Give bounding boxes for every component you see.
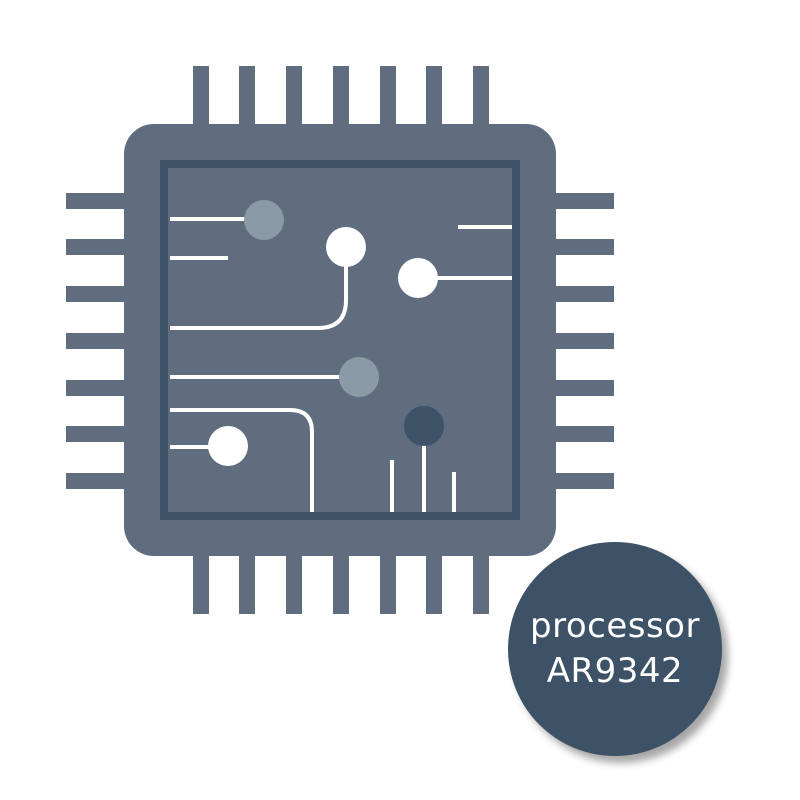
node-light bbox=[208, 426, 248, 466]
right-pins bbox=[550, 193, 614, 489]
pin bbox=[66, 333, 130, 349]
pin bbox=[550, 239, 614, 255]
pin bbox=[426, 550, 442, 614]
chip-die bbox=[160, 160, 520, 520]
pin bbox=[426, 66, 442, 130]
processor-badge: processor AR9342 bbox=[508, 542, 722, 756]
node-mid bbox=[339, 357, 379, 397]
pin bbox=[380, 66, 396, 130]
node-mid bbox=[244, 200, 284, 240]
pin bbox=[66, 193, 130, 209]
bottom-pins bbox=[193, 550, 489, 614]
pin bbox=[193, 550, 209, 614]
pin bbox=[239, 550, 255, 614]
pin bbox=[333, 66, 349, 130]
pin bbox=[550, 473, 614, 489]
pin bbox=[66, 239, 130, 255]
pin bbox=[550, 426, 614, 442]
pin bbox=[286, 66, 302, 130]
node-light bbox=[398, 258, 438, 298]
node-light bbox=[326, 227, 366, 267]
pin bbox=[550, 380, 614, 396]
pin bbox=[380, 550, 396, 614]
left-pins bbox=[66, 193, 130, 489]
top-pins bbox=[193, 66, 489, 130]
pin bbox=[550, 333, 614, 349]
pin bbox=[66, 380, 130, 396]
pin bbox=[473, 66, 489, 130]
pin bbox=[193, 66, 209, 130]
circuit-nodes bbox=[208, 200, 444, 466]
pin bbox=[550, 286, 614, 302]
pin bbox=[286, 550, 302, 614]
badge-label: processor bbox=[530, 606, 700, 646]
pin bbox=[66, 473, 130, 489]
trace bbox=[170, 408, 314, 512]
pin bbox=[473, 550, 489, 614]
node-dark bbox=[404, 406, 444, 446]
pin bbox=[333, 550, 349, 614]
pin bbox=[550, 193, 614, 209]
pin bbox=[239, 66, 255, 130]
trace bbox=[170, 248, 348, 330]
badge-model: AR9342 bbox=[546, 651, 684, 691]
pin bbox=[66, 426, 130, 442]
pin bbox=[66, 286, 130, 302]
